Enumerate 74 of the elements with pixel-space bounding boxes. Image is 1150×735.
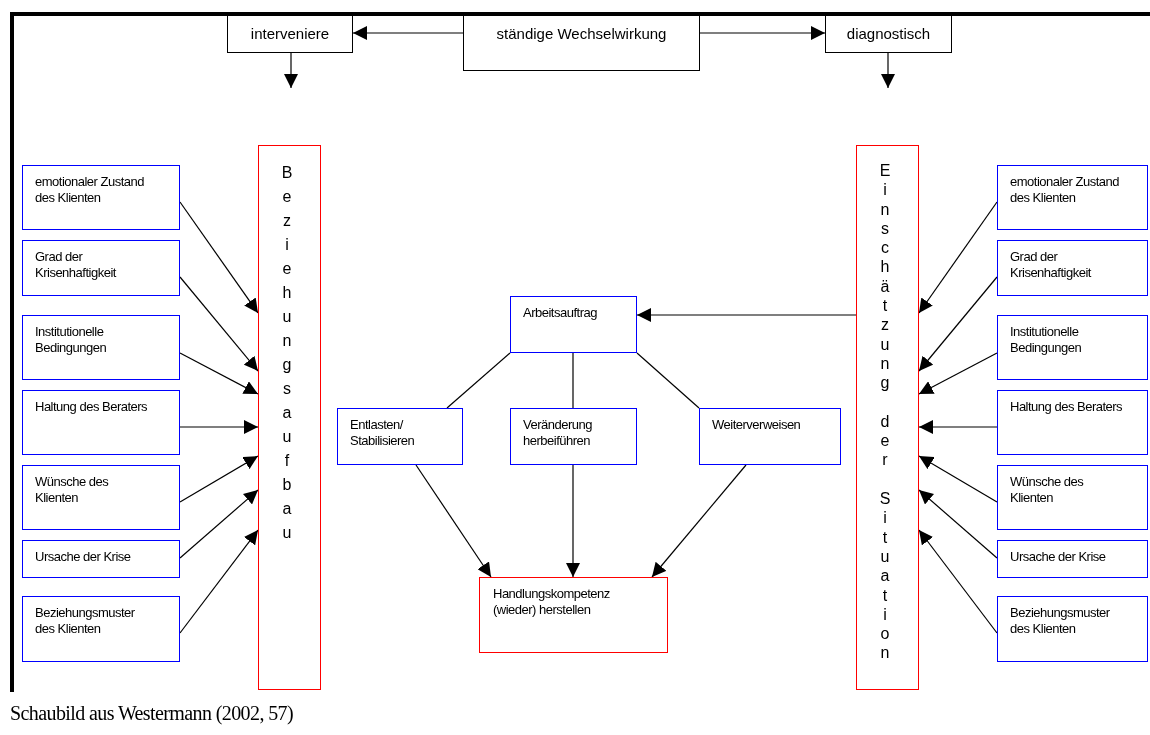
box-text: Weiterverweisen	[712, 417, 802, 433]
box-text: Entlasten/ Stabilisieren	[350, 417, 416, 449]
process-box	[227, 15, 353, 53]
arrow	[918, 529, 998, 634]
process-box	[997, 540, 1148, 578]
arrow	[566, 464, 580, 578]
process-box	[510, 296, 637, 353]
connector-line	[446, 352, 511, 409]
process-box	[997, 465, 1148, 530]
arrow	[415, 464, 492, 578]
arrow	[881, 52, 895, 89]
process-box	[22, 390, 180, 455]
box-text: Institutionelle Bedingungen	[35, 324, 108, 356]
process-box	[463, 15, 700, 71]
process-box	[997, 315, 1148, 380]
arrow	[636, 308, 857, 322]
box-text: Haltung des Beraters	[35, 399, 149, 415]
arrow	[699, 26, 826, 40]
vertical-box	[258, 145, 321, 690]
connector-line	[572, 352, 574, 409]
process-box	[699, 408, 841, 465]
arrow	[918, 276, 998, 372]
process-box	[22, 540, 180, 578]
process-box	[997, 165, 1148, 230]
box-text: Wünsche des Klienten	[1010, 474, 1085, 506]
box-text: Arbeitsauftrag	[523, 305, 598, 321]
arrow	[179, 276, 259, 372]
arrow	[179, 420, 259, 434]
arrow	[179, 529, 259, 634]
box-text: Institutionelle Bedingungen	[1010, 324, 1083, 356]
arrow	[179, 455, 259, 503]
process-box	[337, 408, 463, 465]
box-text: interveniere	[249, 24, 331, 44]
process-box	[22, 315, 180, 380]
arrow	[179, 489, 259, 559]
box-text: Grad der Krisenhaftigkeit	[1010, 249, 1093, 281]
arrow	[284, 52, 298, 89]
connector-line	[636, 352, 700, 409]
vertical-box	[856, 145, 919, 690]
process-box	[22, 165, 180, 230]
process-box	[22, 240, 180, 296]
box-text: emotionaler Zustand des Klienten	[1010, 174, 1120, 206]
arrow	[179, 201, 259, 314]
box-text: Veränderung herbeiführen	[523, 417, 593, 449]
box-text: ständige Wechselwirkung	[495, 24, 668, 44]
box-text: Beziehungsmuster des Klienten	[35, 605, 136, 637]
process-box	[997, 596, 1148, 662]
arrow	[179, 352, 259, 395]
box-text: Haltung des Beraters	[1010, 399, 1124, 415]
arrow	[918, 352, 998, 395]
box-text: Handlungskompetenz (wieder) herstellen	[493, 586, 611, 618]
vertical-text: Beziehungsaufbau	[280, 163, 294, 543]
arrow	[918, 201, 998, 314]
process-box	[510, 408, 637, 465]
arrow	[651, 464, 747, 578]
box-text: Ursache der Krise	[1010, 549, 1107, 565]
process-box	[997, 390, 1148, 455]
process-box	[825, 15, 952, 53]
box-text: Wünsche des Klienten	[35, 474, 110, 506]
box-text: Ursache der Krise	[35, 549, 132, 565]
arrow	[918, 420, 998, 434]
box-text: Beziehungsmuster des Klienten	[1010, 605, 1111, 637]
process-box	[22, 465, 180, 530]
arrow	[352, 26, 464, 40]
caption: Schaubild aus Westermann (2002, 57)	[10, 701, 294, 727]
arrow	[918, 455, 998, 503]
process-box	[22, 596, 180, 662]
box-text: Grad der Krisenhaftigkeit	[35, 249, 118, 281]
box-text: emotionaler Zustand des Klienten	[35, 174, 145, 206]
process-box	[997, 240, 1148, 296]
vertical-text: Einschätzung der Situation	[878, 161, 892, 663]
arrow	[918, 489, 998, 559]
box-text: diagnostisch	[845, 24, 932, 44]
process-box	[479, 577, 668, 653]
